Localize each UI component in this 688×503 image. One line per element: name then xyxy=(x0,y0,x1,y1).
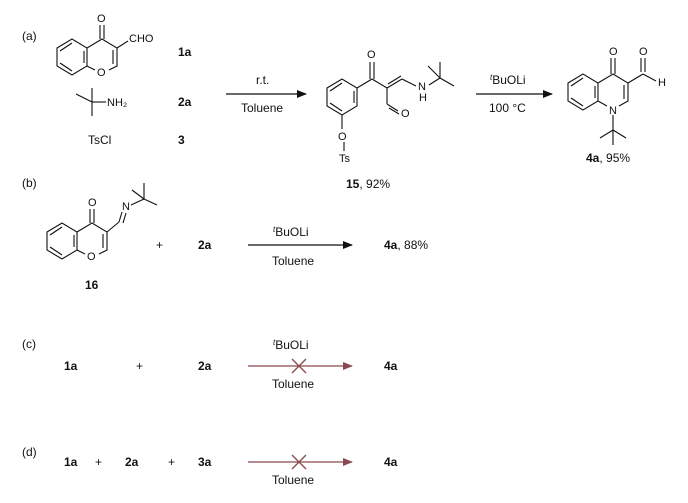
atom-n: N xyxy=(122,201,130,213)
atom-cho: CHO xyxy=(129,33,154,45)
product-4a-caption: 4a, 95% xyxy=(586,151,630,165)
label-3a: 3a xyxy=(198,455,212,469)
base-name: BuOLi xyxy=(275,338,308,352)
panel-d-tag: (d) xyxy=(22,445,37,459)
plus-sign: + xyxy=(136,359,143,373)
label-2a: 2a xyxy=(125,455,139,469)
atom-h: H xyxy=(658,77,666,89)
panel-a-tag: (a) xyxy=(22,29,37,43)
arrow-1-condition-bottom: Toluene xyxy=(241,101,283,115)
panel-a: (a) O O CHO 1a NH₂ 2a TsCl 3 xyxy=(22,13,666,191)
yield-4a: , 88% xyxy=(397,238,428,252)
atom-h: H xyxy=(419,92,427,104)
atom-o: O xyxy=(87,251,96,263)
atom-o: O xyxy=(639,46,648,58)
panel-d: (d) 1a + 2a + 3a Toluene 4a xyxy=(22,445,398,487)
arrow-1-condition-top: r.t. xyxy=(256,73,269,87)
arrow-d-condition-bottom: Toluene xyxy=(272,473,314,487)
plus-sign: + xyxy=(156,238,163,252)
panel-b-tag: (b) xyxy=(22,176,37,190)
atom-ts: Ts xyxy=(339,153,351,165)
label-2a: 2a xyxy=(178,95,192,109)
cross-mark xyxy=(291,454,307,470)
plus-sign: + xyxy=(95,455,102,469)
panel-c: (c) 1a + 2a tBuOLi Toluene 4a xyxy=(22,337,398,391)
panel-b: (b) O O N 16 + 2a tBuOLi To xyxy=(22,176,428,292)
atom-o: O xyxy=(97,13,106,25)
label-2a: 2a xyxy=(198,238,212,252)
cross-mark xyxy=(291,358,307,374)
arrow-c-condition-bottom: Toluene xyxy=(272,377,314,391)
structure-2a: NH₂ xyxy=(75,88,127,116)
plus-sign: + xyxy=(168,455,175,469)
label-1a: 1a xyxy=(178,45,192,59)
atom-o: O xyxy=(609,46,618,58)
arrow-c-condition-top: tBuOLi xyxy=(273,338,309,352)
yield-15: , 92% xyxy=(359,177,390,191)
structure-4a: O O H N xyxy=(567,46,666,145)
amine-label: NH₂ xyxy=(107,97,127,109)
atom-n: N xyxy=(609,105,617,117)
reagent-tscl: TsCl xyxy=(88,133,111,147)
base-name: BuOLi xyxy=(275,225,308,239)
label-2a: 2a xyxy=(198,359,212,373)
arrow-b-condition-bottom: Toluene xyxy=(272,254,314,268)
label-4a: 4a xyxy=(384,238,398,252)
tert-superscript: t xyxy=(273,225,276,234)
product-15-caption: 15, 92% xyxy=(346,177,390,191)
label-1a: 1a xyxy=(64,359,78,373)
atom-o: O xyxy=(338,131,347,143)
structure-15: O N H O O Ts xyxy=(326,49,455,165)
atom-n: N xyxy=(418,81,426,93)
yield-4a: , 95% xyxy=(599,151,630,165)
tert-superscript: t xyxy=(273,338,276,347)
label-15: 15 xyxy=(346,177,360,191)
structure-16: O O N xyxy=(46,183,158,263)
arrow-b-condition-top: tBuOLi xyxy=(273,225,309,239)
label-16: 16 xyxy=(85,278,99,292)
panel-c-tag: (c) xyxy=(22,337,36,351)
label-4a: 4a xyxy=(384,455,398,469)
atom-o: O xyxy=(88,197,97,209)
label-4a: 4a xyxy=(384,359,398,373)
atom-o: O xyxy=(367,49,376,61)
arrow-2-condition-top: tBuOLi xyxy=(490,73,526,87)
tert-superscript: t xyxy=(490,73,493,82)
label-4a: 4a xyxy=(586,151,600,165)
product-4a-caption: 4a, 88% xyxy=(384,238,428,252)
base-name: BuOLi xyxy=(492,73,525,87)
arrow-2-condition-bottom: 100 °C xyxy=(489,101,526,115)
label-1a: 1a xyxy=(64,455,78,469)
atom-o: O xyxy=(97,67,106,79)
label-3: 3 xyxy=(178,133,185,147)
structure-1a: O O CHO xyxy=(56,13,154,79)
atom-o: O xyxy=(401,108,410,120)
